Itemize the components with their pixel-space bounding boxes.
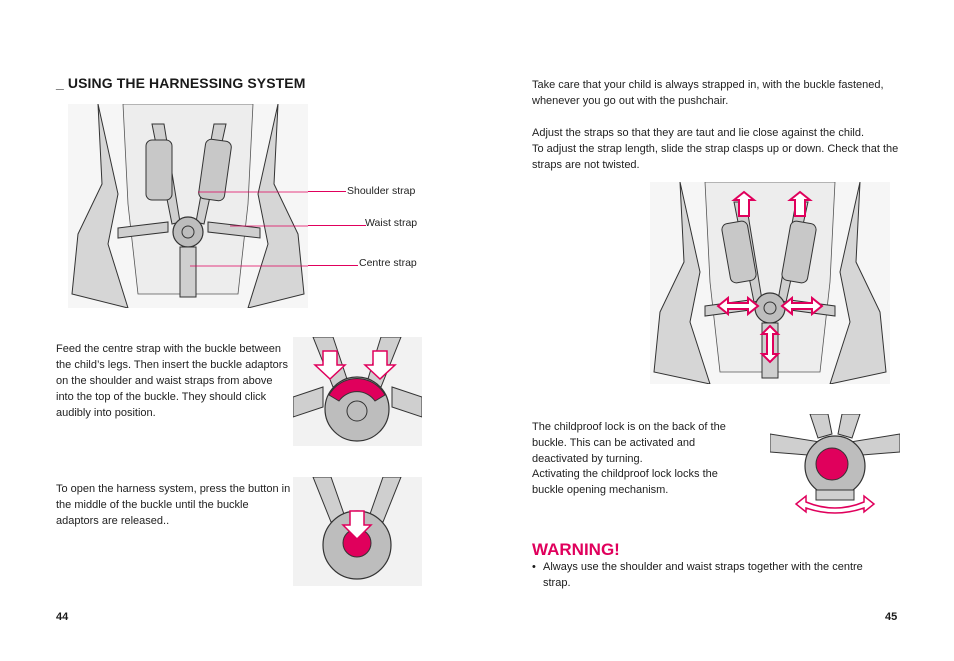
shoulder-line <box>308 191 346 192</box>
section-heading: _ USING THE HARNESSING SYSTEM <box>56 75 306 91</box>
strap-in-paragraph: Take care that your child is always stra… <box>532 79 884 107</box>
childproof-lock-illustration <box>770 414 900 514</box>
centre-line <box>308 265 358 266</box>
warning-item: Always use the shoulder and waist straps… <box>532 559 888 591</box>
warning-title: WARNING! <box>532 540 620 559</box>
buckle-release-illustration <box>293 477 422 586</box>
buckle-insert-illustration <box>293 337 422 446</box>
page-number-right: 45 <box>885 611 898 623</box>
feed-paragraph: Feed the centre strap with the buckle be… <box>56 343 288 419</box>
open-paragraph: To open the harness system, press the bu… <box>56 483 291 527</box>
centre-strap-label: Centre strap <box>359 257 417 269</box>
waist-strap-label: Waist strap <box>365 217 418 229</box>
lock-paragraph-2: Activating the childproof lock locks the… <box>532 468 718 496</box>
page-number-left: 44 <box>56 611 69 623</box>
harness-illustration <box>68 104 308 308</box>
waist-line <box>308 225 366 226</box>
adjust-paragraph-line2: To adjust the strap length, slide the st… <box>532 143 899 171</box>
adjust-paragraph-line1: Adjust the straps so that they are taut … <box>532 127 865 139</box>
shoulder-strap-label: Shoulder strap <box>347 185 416 197</box>
lock-paragraph-1: The childproof lock is on the back of th… <box>532 421 726 465</box>
strap-adjust-illustration <box>650 182 890 384</box>
